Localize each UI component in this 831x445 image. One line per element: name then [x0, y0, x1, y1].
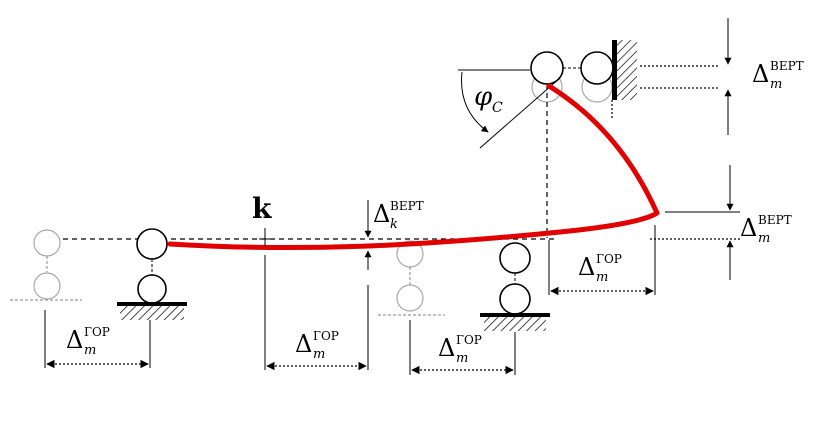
svg-text:Δ: Δ — [740, 214, 757, 242]
elastic-deflection-curve — [167, 210, 660, 251]
phi-rotation-arc — [461, 71, 489, 133]
svg-text:Δ: Δ — [752, 60, 769, 88]
svg-text:m: m — [313, 347, 325, 362]
svg-text:Δ: Δ — [295, 330, 312, 358]
rotated-axis-line — [479, 77, 561, 149]
svg-text:ГОР: ГОР — [456, 333, 482, 347]
delta-k-vert-label: Δ ВЕРТ k — [373, 199, 424, 232]
svg-text:ГОР: ГОР — [84, 325, 110, 339]
svg-text:Δ: Δ — [373, 200, 390, 228]
svg-text:m: m — [770, 77, 782, 92]
middle-support-ghost — [378, 240, 445, 316]
elastic-deflection-curve-upper — [546, 83, 660, 216]
svg-text:ГОР: ГОР — [313, 329, 339, 343]
svg-text:Δ: Δ — [66, 326, 83, 354]
middle-roller-support — [480, 242, 550, 331]
phi-subscript: C — [492, 100, 503, 116]
svg-text:Δ: Δ — [438, 334, 455, 362]
svg-text:ГОР: ГОР — [596, 252, 622, 266]
svg-text:m: m — [596, 270, 608, 285]
svg-text:k: k — [390, 217, 398, 232]
delta-m-vert-label-top: Δ ВЕРТ m — [752, 59, 804, 92]
left-support-ghost — [10, 229, 82, 301]
delta-m-hor-label-left: Δ ГОР m — [66, 325, 110, 358]
svg-text:ВЕРТ: ВЕРТ — [770, 59, 804, 73]
point-k-label: k — [252, 192, 272, 225]
delta-m-hor-label-mid: Δ ГОР m — [295, 329, 339, 362]
svg-text:ВЕРТ: ВЕРТ — [390, 199, 424, 213]
delta-m-vert-label-right: Δ ВЕРТ m — [740, 213, 792, 246]
svg-text:m: m — [84, 343, 96, 358]
delta-m-hor-label-right: Δ ГОР m — [578, 252, 622, 285]
delta-m-hor-label-mid2: Δ ГОР m — [438, 333, 482, 366]
svg-text:ВЕРТ: ВЕРТ — [758, 213, 792, 227]
phi-label: φ — [474, 82, 493, 112]
svg-text:m: m — [758, 231, 770, 246]
svg-text:Δ: Δ — [578, 253, 595, 281]
left-roller-support — [117, 228, 187, 320]
top-sliding-clamp — [530, 40, 637, 100]
svg-text:m: m — [456, 351, 468, 366]
